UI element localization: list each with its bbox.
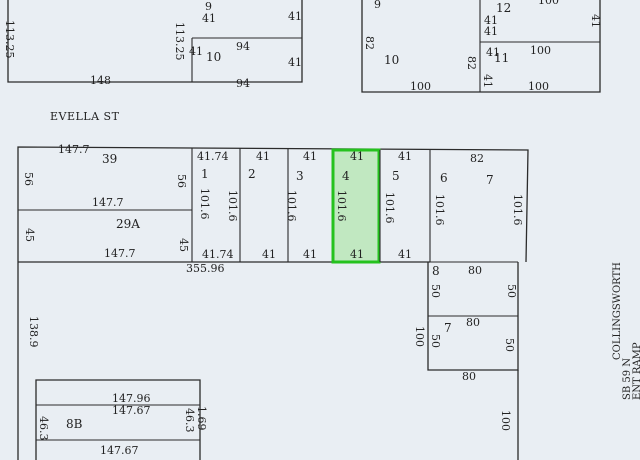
tr-label-100d: 100 — [528, 80, 549, 93]
lot-7-lower-left: 50 — [429, 334, 442, 348]
tr-label-41e: 41 — [481, 74, 494, 88]
lot-4: 4 — [342, 169, 350, 183]
top-left-block: 9 41 41 113.25 113.25 41 10 94 41 148 94 — [3, 0, 303, 90]
label-147-67: 147.67 — [112, 404, 151, 417]
label-45-right: 45 — [177, 238, 190, 252]
label-1-69: 1.69 — [195, 406, 208, 431]
label-147-96: 147.96 — [112, 392, 151, 405]
lot-2: 2 — [248, 167, 256, 181]
lot-7-lower-right: 50 — [503, 338, 516, 352]
tr-label-82b: 82 — [465, 56, 478, 70]
label-41-74-bot: 41.74 — [202, 248, 234, 261]
label-147-7-top: 147.7 — [58, 143, 90, 156]
lot-7-lower-bot: 80 — [462, 370, 476, 383]
tr-label-9: 9 — [374, 0, 381, 11]
main-block: 147.7 39 56 56 147.7 29A 45 45 147.7 355… — [17, 143, 529, 460]
tl-label-41b: 41 — [288, 10, 302, 23]
label-355-96: 355.96 — [186, 262, 225, 275]
label-41-74-top: 41.74 — [197, 150, 229, 163]
tr-lot-11: 11 — [494, 51, 509, 65]
label-56-left: 56 — [22, 172, 35, 186]
edge-text-line-3: ENT RAMP — [632, 342, 640, 400]
street-label: EVELLA ST — [50, 110, 120, 123]
label-56-right: 56 — [175, 174, 188, 188]
lot-7-lower-width: 80 — [466, 316, 480, 329]
edge-text-line-1: COLLINGSWORTH — [612, 262, 623, 360]
lot-5-bot: 41 — [398, 248, 412, 261]
label-147-7-bot: 147.7 — [104, 247, 136, 260]
tl-label-9: 9 — [205, 0, 212, 13]
tl-label-41c: 41 — [189, 45, 203, 58]
lot-5: 5 — [392, 169, 400, 183]
lot-6: 6 — [440, 171, 448, 185]
tr-label-41c: 41 — [589, 14, 602, 28]
lot-2-top: 41 — [256, 150, 270, 163]
label-100-side-a: 100 — [413, 326, 426, 347]
lot-3-top: 41 — [303, 150, 317, 163]
lot-4-highlight[interactable] — [331, 148, 381, 264]
lot-2-depth: 101.6 — [226, 190, 239, 222]
tr-label-100b: 100 — [538, 0, 559, 7]
tr-label-82a: 82 — [363, 36, 376, 50]
lot-5-top: 41 — [398, 150, 412, 163]
label-45-left: 45 — [23, 228, 36, 242]
lot-39: 39 — [102, 152, 117, 166]
lot-6-depth: 101.6 — [433, 194, 446, 226]
tl-label-113-25: 113.25 — [173, 22, 186, 61]
label-147-7-mid: 147.7 — [92, 196, 124, 209]
lot-8: 8 — [432, 264, 440, 278]
lot-4-top: 41 — [350, 150, 364, 163]
tl-label-113-25-edge: 113.25 — [3, 20, 16, 59]
tr-lot-12: 12 — [496, 1, 511, 15]
edge-text-line-2: SB 59 N — [622, 358, 633, 400]
label-46-3-left: 46.3 — [37, 416, 50, 441]
lot-4-depth: 101.6 — [335, 190, 348, 222]
lot-5-depth: 101.6 — [383, 192, 396, 224]
lot-1-depth: 101.6 — [198, 188, 211, 220]
lot-8-width: 80 — [468, 264, 482, 277]
tl-label-41d: 41 — [288, 56, 302, 69]
lot-29a: 29A — [116, 217, 140, 231]
tr-label-41d: 41 — [486, 46, 500, 59]
lot-7-depth: 101.6 — [511, 194, 524, 226]
top-right-block: 9 82 10 100 41 12 41 100 41 100 82 41 11… — [361, 0, 602, 93]
lot-3: 3 — [296, 169, 304, 183]
lot-1: 1 — [201, 167, 209, 181]
tr-label-100a: 100 — [410, 80, 431, 93]
tl-lot-10: 10 — [206, 50, 221, 64]
lot-3-bot: 41 — [303, 248, 317, 261]
tl-label-41a: 41 — [202, 12, 216, 25]
tl-label-94b: 94 — [236, 77, 250, 90]
label-147-67-bottom: 147.67 — [100, 444, 139, 457]
label-46-3-right: 46.3 — [183, 408, 196, 433]
tr-lot-10: 10 — [384, 53, 399, 67]
label-138-9: 138.9 — [27, 316, 40, 348]
tr-label-41a: 41 — [484, 14, 498, 27]
lot-4-bot: 41 — [350, 248, 364, 261]
lot-8-right: 50 — [505, 284, 518, 298]
tl-label-148: 148 — [90, 74, 111, 87]
edge-text: COLLINGSWORTH SB 59 N ENT RAMP — [612, 262, 640, 400]
lot-7-top: 82 — [470, 152, 484, 165]
lot-7: 7 — [486, 173, 494, 187]
tr-label-100c: 100 — [530, 44, 551, 57]
lot-2-bot: 41 — [262, 248, 276, 261]
lot-8-left: 50 — [429, 284, 442, 298]
lot-7-lower: 7 — [444, 321, 452, 335]
lot-8b: 8B — [66, 417, 83, 431]
lot-3-depth: 101.6 — [285, 190, 298, 222]
tl-label-94a: 94 — [236, 40, 250, 53]
label-100-side-b: 100 — [499, 410, 512, 431]
tr-label-41b: 41 — [484, 25, 498, 38]
